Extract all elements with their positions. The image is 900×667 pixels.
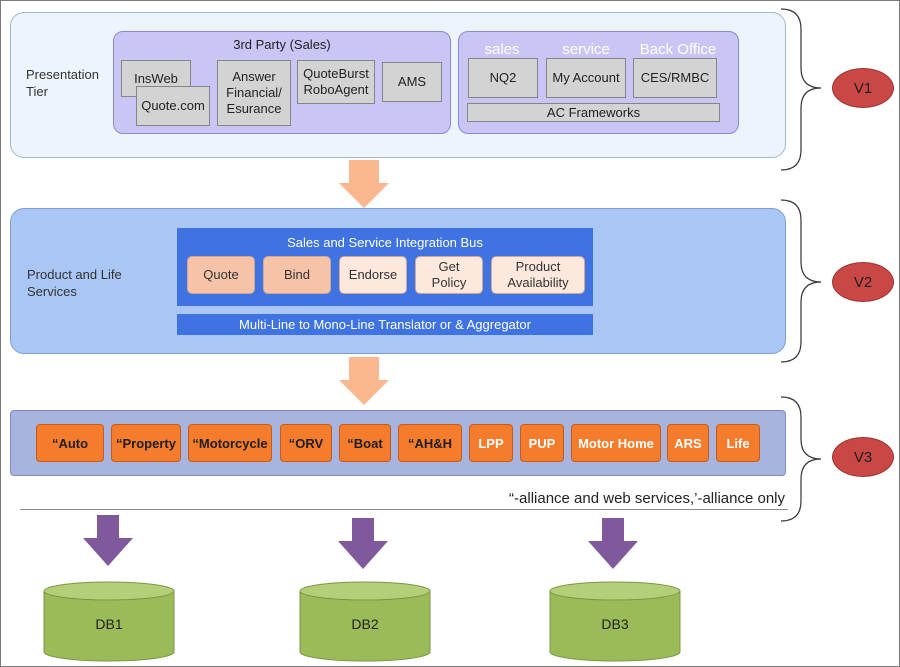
db2-cylinder [299,581,431,662]
endorse-service: Endorse [339,256,407,294]
product-pup: PUP [520,424,564,462]
quote-service: Quote [187,256,255,294]
db1-cylinder [43,581,175,662]
product-availability-service: Product Availability [491,256,585,294]
presentation-tier-label: Presentation Tier [26,67,99,99]
arrow-to-db3 [588,518,638,569]
bind-service: Bind [263,256,331,294]
arrow-to-db1 [83,515,133,566]
services-tier-label: Product and Life Services [27,267,122,299]
product-auto: “Auto [36,424,104,462]
separator-line [20,509,788,510]
arrow-tier2-to-tier3 [339,357,389,405]
third-party-title: 3rd Party (Sales) [233,37,331,52]
product-orv: “ORV [280,424,332,462]
product-property: “Property [111,424,181,462]
ams-box: AMS [382,62,442,102]
product-ahh: “AH&H [398,424,462,462]
version-v2-oval: V2 [832,262,894,302]
product-ars: ARS [667,424,709,462]
answer-financial-box: Answer Financial/ Esurance [217,60,291,126]
ac-frameworks-bar: AC Frameworks [467,103,720,122]
product-motor-home: Motor Home [571,424,661,462]
brace-v3 [780,396,822,522]
db1-label: DB1 [95,616,123,632]
brace-v1 [780,8,822,171]
db3-label: DB3 [601,616,629,632]
back-office-header: Back Office [639,41,717,58]
service-header: service [562,41,610,58]
brace-v2 [780,199,822,363]
product-footnote: “-alliance and web services,’-alliance o… [509,490,785,507]
product-lpp: LPP [469,424,513,462]
ces-rmbc-box: CES/RMBC [633,58,717,98]
product-motorcycle: “Motorcycle [188,424,272,462]
my-account-box: My Account [546,58,626,98]
product-life: Life [716,424,760,462]
arrow-to-db2 [338,518,388,569]
nq2-box: NQ2 [468,58,538,98]
get-policy-service: Get Policy [415,256,483,294]
quoteburst-box: QuoteBurst RoboAgent [297,60,375,104]
db3-cylinder [549,581,681,662]
version-v3-oval: V3 [832,437,894,477]
integration-bus-title: Sales and Service Integration Bus [287,235,483,250]
translator-bar: Multi-Line to Mono-Line Translator or & … [177,314,593,335]
sales-header: sales [484,41,520,58]
db2-label: DB2 [351,616,379,632]
version-v1-oval: V1 [832,68,894,108]
quote-com-box: Quote.com [136,86,210,126]
arrow-tier1-to-tier2 [339,160,389,208]
product-boat: “Boat [339,424,391,462]
